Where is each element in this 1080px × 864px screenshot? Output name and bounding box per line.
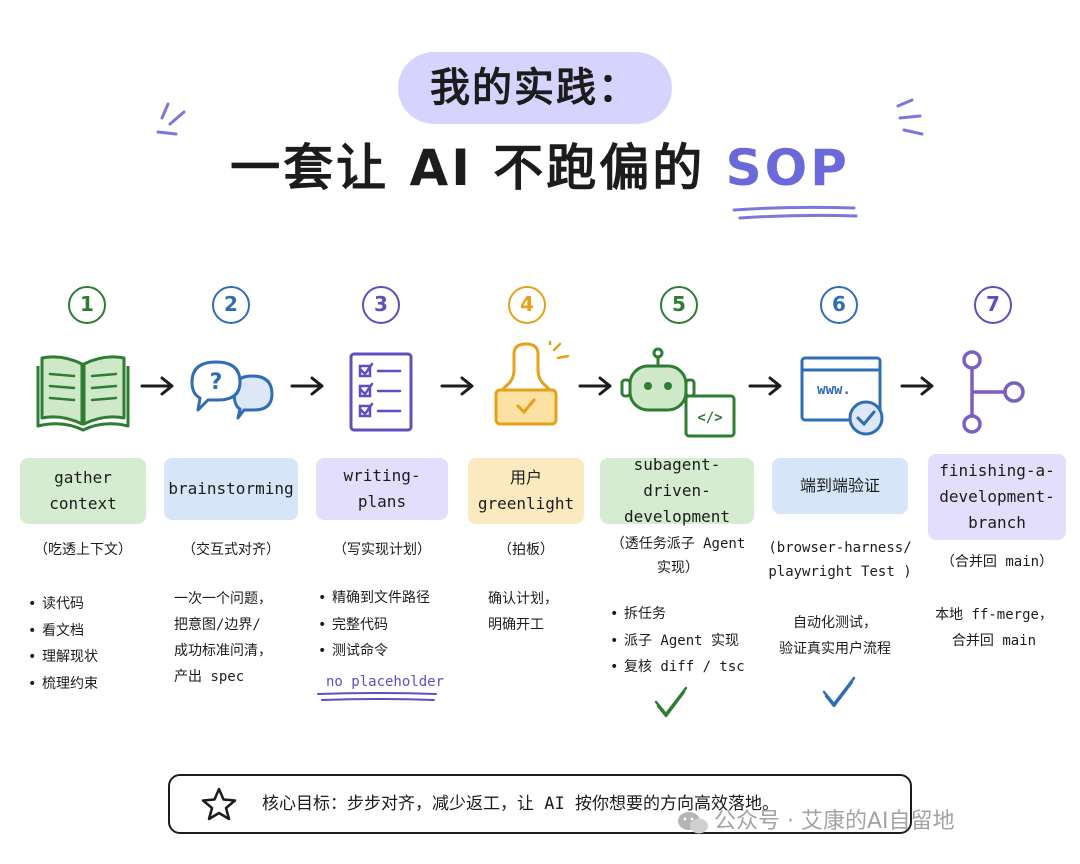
- step-3-subtitle: （写实现计划）: [333, 542, 431, 558]
- speech-bubbles-icon: ?: [190, 360, 274, 420]
- step-4-subtitle: （拍板）: [498, 542, 554, 558]
- step-2-description: 一次一个问题， 把意图/边界/ 成功标准问清， 产出 spec: [174, 591, 272, 685]
- star-icon: [201, 787, 237, 821]
- title-underline: [732, 205, 858, 220]
- step-5-label: subagent-driven- development: [600, 455, 754, 526]
- svg-text:?: ?: [210, 370, 223, 395]
- arrow-2-icon: [290, 376, 324, 396]
- step-6-description: 自动化测试， 验证真实用户流程: [779, 615, 891, 657]
- svg-text:www.: www.: [817, 382, 851, 398]
- list-item: •测试命令: [318, 643, 388, 659]
- arrow-5-icon: [748, 376, 782, 396]
- step-6-label: 端到端验证: [772, 458, 908, 514]
- arrow-3-icon: [440, 376, 474, 396]
- step-2-label: brainstorming: [164, 458, 298, 520]
- stamp-icon: [494, 340, 570, 426]
- browser-check-icon: www.: [800, 356, 884, 436]
- step-5-subtitle: （透任务派子 Agent 实现）: [610, 536, 746, 576]
- subtitle-text: 一套让 AI 不跑偏的: [230, 139, 726, 197]
- page-title: 我的实践：: [430, 65, 640, 111]
- step-3-bullets: •精确到文件路径 •完整代码 •测试命令: [318, 585, 430, 665]
- sparkle-left-icon: [156, 102, 186, 136]
- step-7-label: finishing-a- development- branch: [928, 454, 1066, 540]
- step-4-label: 用户 greenlight: [468, 458, 584, 524]
- note-underline: [317, 692, 437, 701]
- step-2-subtitle: （交互式对齐）: [182, 542, 280, 558]
- svg-text:</>: </>: [697, 410, 722, 426]
- step-1-number: 1: [68, 286, 106, 324]
- step-7-description: 本地 ff-merge， 合并回 main: [935, 607, 1053, 649]
- checklist-icon: [349, 352, 413, 432]
- step-5-bullets: •拆任务 •派子 Agent 实现 •复核 diff / tsc: [610, 601, 745, 681]
- subtitle-accent: SOP: [725, 139, 850, 197]
- step-3-number: 3: [362, 286, 400, 324]
- step-6-number: 6: [820, 286, 858, 324]
- checkmark-icon: [822, 676, 856, 708]
- list-item: •读代码: [28, 596, 84, 612]
- list-item: •理解现状: [28, 649, 98, 665]
- list-item: •精确到文件路径: [318, 590, 430, 606]
- step-3-label: writing-plans: [316, 458, 448, 520]
- step-3-note: no placeholder: [326, 674, 445, 690]
- arrow-4-icon: [578, 376, 612, 396]
- list-item: •看文档: [28, 622, 84, 639]
- sparkle-right-icon: [896, 98, 924, 136]
- step-7-number: 7: [974, 286, 1012, 324]
- wechat-icon: [678, 812, 708, 834]
- arrow-6-icon: [900, 376, 934, 396]
- step-1-subtitle: （吃透上下文）: [34, 542, 132, 558]
- title-highlight: [398, 52, 672, 124]
- open-book-icon: [36, 355, 130, 432]
- step-7-subtitle: （合并回 main）: [940, 554, 1054, 570]
- step-4-number: 4: [508, 286, 546, 324]
- git-branch-icon: [962, 350, 1025, 434]
- list-item: •派子 Agent 实现: [610, 632, 740, 649]
- step-1-label: gather context: [20, 458, 146, 524]
- page-subtitle: 一套让 AI 不跑偏的 SOP: [140, 132, 940, 204]
- step-4-description: 确认计划， 明确开工: [488, 591, 558, 633]
- list-item: •拆任务: [610, 606, 666, 622]
- step-6-subtitle: (browser-harness/ playwright Test ): [768, 540, 912, 580]
- core-goal-box: [168, 774, 912, 834]
- core-goal-text: 核心目标：步步对齐，减少返工，让 AI 按你想要的方向高效落地。: [262, 794, 779, 814]
- robot-code-icon: </>: [620, 347, 736, 438]
- arrow-1-icon: [140, 376, 174, 396]
- checkmark-icon: [654, 686, 688, 718]
- step-1-bullets: •读代码 •看文档 •理解现状 •梳理约束: [28, 591, 98, 697]
- list-item: •梳理约束: [28, 675, 98, 692]
- watermark-text: 公众号 · 艾康的AI自留地: [714, 809, 955, 834]
- step-5-number: 5: [660, 286, 698, 324]
- list-item: •完整代码: [318, 616, 388, 633]
- list-item: •复核 diff / tsc: [610, 659, 745, 675]
- step-2-number: 2: [212, 286, 250, 324]
